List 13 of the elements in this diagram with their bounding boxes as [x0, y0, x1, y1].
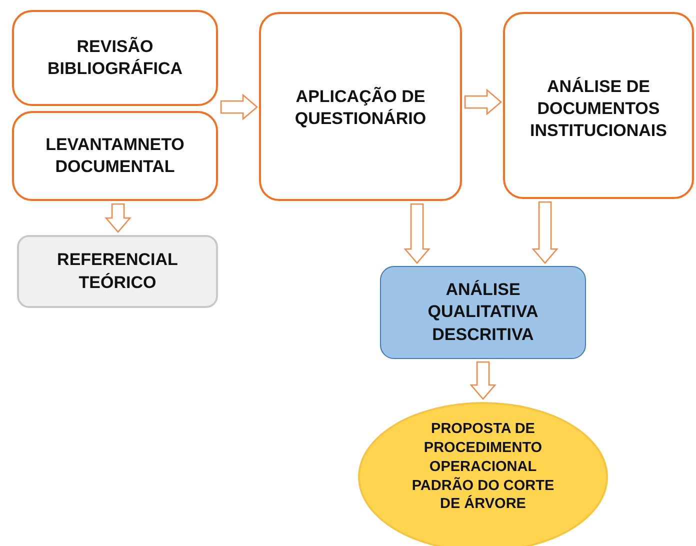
- process-box: REVISÃO BIBLIOGRÁFICA: [12, 10, 218, 106]
- result-box: REFERENCIAL TEÓRICO: [17, 235, 218, 308]
- block-arrow: [470, 361, 496, 400]
- process-box: ANÁLISE DE DOCUMENTOS INSTITUCIONAIS: [503, 12, 694, 199]
- block-arrow: [104, 203, 132, 233]
- block-arrow: [532, 201, 558, 264]
- analysis-box: ANÁLISE QUALITATIVA DESCRITIVA: [380, 266, 586, 359]
- block-arrow: [404, 203, 430, 264]
- block-arrow: [464, 88, 502, 116]
- block-arrow: [220, 94, 258, 120]
- process-box: APLICAÇÃO DE QUESTIONÁRIO: [259, 12, 462, 201]
- outcome-ellipse: PROPOSTA DE PROCEDIMENTO OPERACIONAL PADRÃO DO CORTE DE ÁRVORE: [358, 402, 608, 546]
- process-box: LEVANTAMNETO DOCUMENTAL: [12, 111, 218, 201]
